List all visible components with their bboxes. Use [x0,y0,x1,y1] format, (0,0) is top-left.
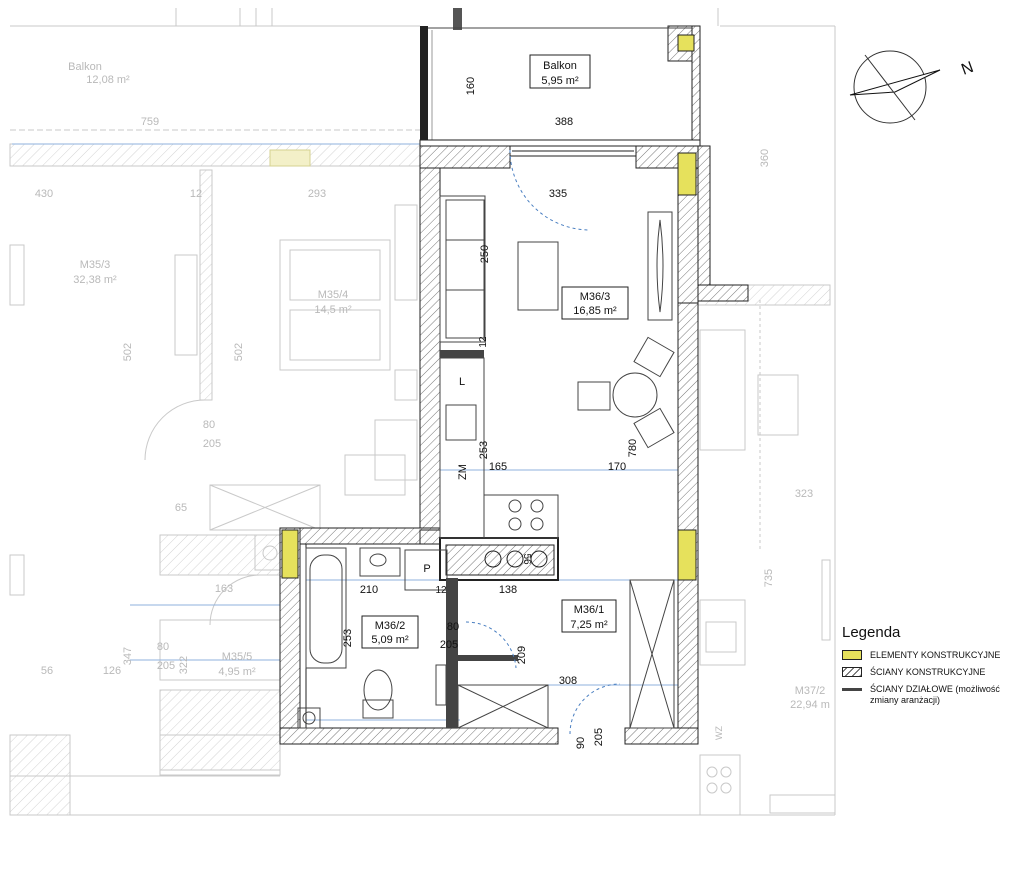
room-name: Balkon [68,61,102,73]
room-name: M35/5 [222,651,253,663]
legend-item-structural: ELEMENTY KONSTRUKCYJNE [842,650,1022,661]
room-name: M36/3 [580,291,611,303]
room-name: M35/4 [318,289,349,301]
room-area: 14,5 m² [314,304,352,316]
dimension-label: P [423,563,430,575]
faded-labels: Balkon 12,08 m² M35/3 32,38 m² M35/4 14,… [35,61,830,740]
dimension-label: 253 [478,441,490,459]
room-name: M36/1 [574,604,605,616]
room-area: 5,09 m² [371,634,409,646]
line-swatch-icon [842,688,862,691]
room-name: M36/2 [375,620,406,632]
structural-swatch-icon [842,650,862,660]
hatch-swatch-icon [842,667,862,677]
legend-item-partitions: ŚCIANY DZIAŁOWE (możliwość zmiany aranża… [842,684,1022,706]
legend-item-label: ELEMENTY KONSTRUKCYJNE [870,650,1001,660]
room-name: M35/3 [80,259,111,271]
room-name: M37/2 [795,685,826,697]
dimension-label: 250 [479,245,491,263]
legend-item-label: ŚCIANY DZIAŁOWE (możliwość zmiany aranża… [870,684,1000,705]
dimension-label: 322 [178,656,190,674]
dimension-label: 323 [795,488,813,500]
dimension-label: ZM [457,464,469,480]
room-area: 7,25 m² [570,619,608,631]
dimension-label: 205 [440,639,458,651]
dimension-label: 209 [516,646,528,664]
dimension-label: 347 [122,647,134,665]
dimension-label: 205 [157,660,175,672]
dimension-label: 12 [435,585,447,596]
dimension-label: 90 [575,737,587,749]
legend: Legenda ELEMENTY KONSTRUKCYJNE ŚCIANY KO… [842,624,1022,712]
dimension-label: 253 [342,629,354,647]
dimension-label: 56 [521,553,532,565]
dimension-label: 360 [759,149,771,167]
dimension-label: 12 [190,188,202,200]
legend-title: Legenda [842,624,901,641]
dimension-label: 735 [763,569,775,587]
active-unit [279,8,749,745]
room-name: Balkon [543,60,577,72]
dimension-label: 308 [559,675,577,687]
dimension-label: 335 [549,188,567,200]
dimension-label: 293 [308,188,326,200]
dimension-label: 126 [103,665,121,677]
dimension-label: 205 [203,438,221,450]
dimension-label: 205 [593,728,605,746]
dimension-labels: 160 388 335 250 12 L ZM 253 165 170 780 … [342,77,639,749]
dimension-label: 502 [233,343,245,361]
dimension-label: 65 [175,502,187,514]
room-area: 4,95 m² [218,666,256,678]
dimension-label: 80 [203,419,215,431]
north-letter: N [959,59,976,79]
room-area: 16,85 m² [573,305,617,317]
dimension-label: 80 [157,641,169,653]
dimension-label: 430 [35,188,53,200]
dimension-label: 56 [41,665,53,677]
neighbour-plan [9,8,836,816]
dimension-label: 160 [465,77,477,95]
dimension-label: 138 [499,584,517,596]
dimension-label: WZ [714,726,724,740]
dimension-label: 759 [141,116,159,128]
room-area: 12,08 m² [86,74,130,86]
dimension-label: 170 [608,461,626,473]
dimension-label: 502 [122,343,134,361]
dimension-label: 780 [627,439,639,457]
dimension-label: 12 [478,336,489,348]
room-area: 22,94 m [790,699,830,711]
room-area: 5,95 m² [541,75,579,87]
room-area: 32,38 m² [73,274,117,286]
dimension-label: 210 [360,584,378,596]
dimension-label: 80 [447,621,459,633]
dimension-label: 388 [555,116,573,128]
dimension-label: 165 [489,461,507,473]
legend-item-walls: ŚCIANY KONSTRUKCYJNE [842,667,1022,678]
dimension-label: 163 [215,583,233,595]
room-labels: Balkon 5,95 m² M36/3 16,85 m² M36/1 7,25… [361,54,629,649]
north-arrow-icon: N [849,50,976,124]
dimension-label: L [459,376,465,388]
legend-item-label: ŚCIANY KONSTRUKCYJNE [870,667,986,677]
